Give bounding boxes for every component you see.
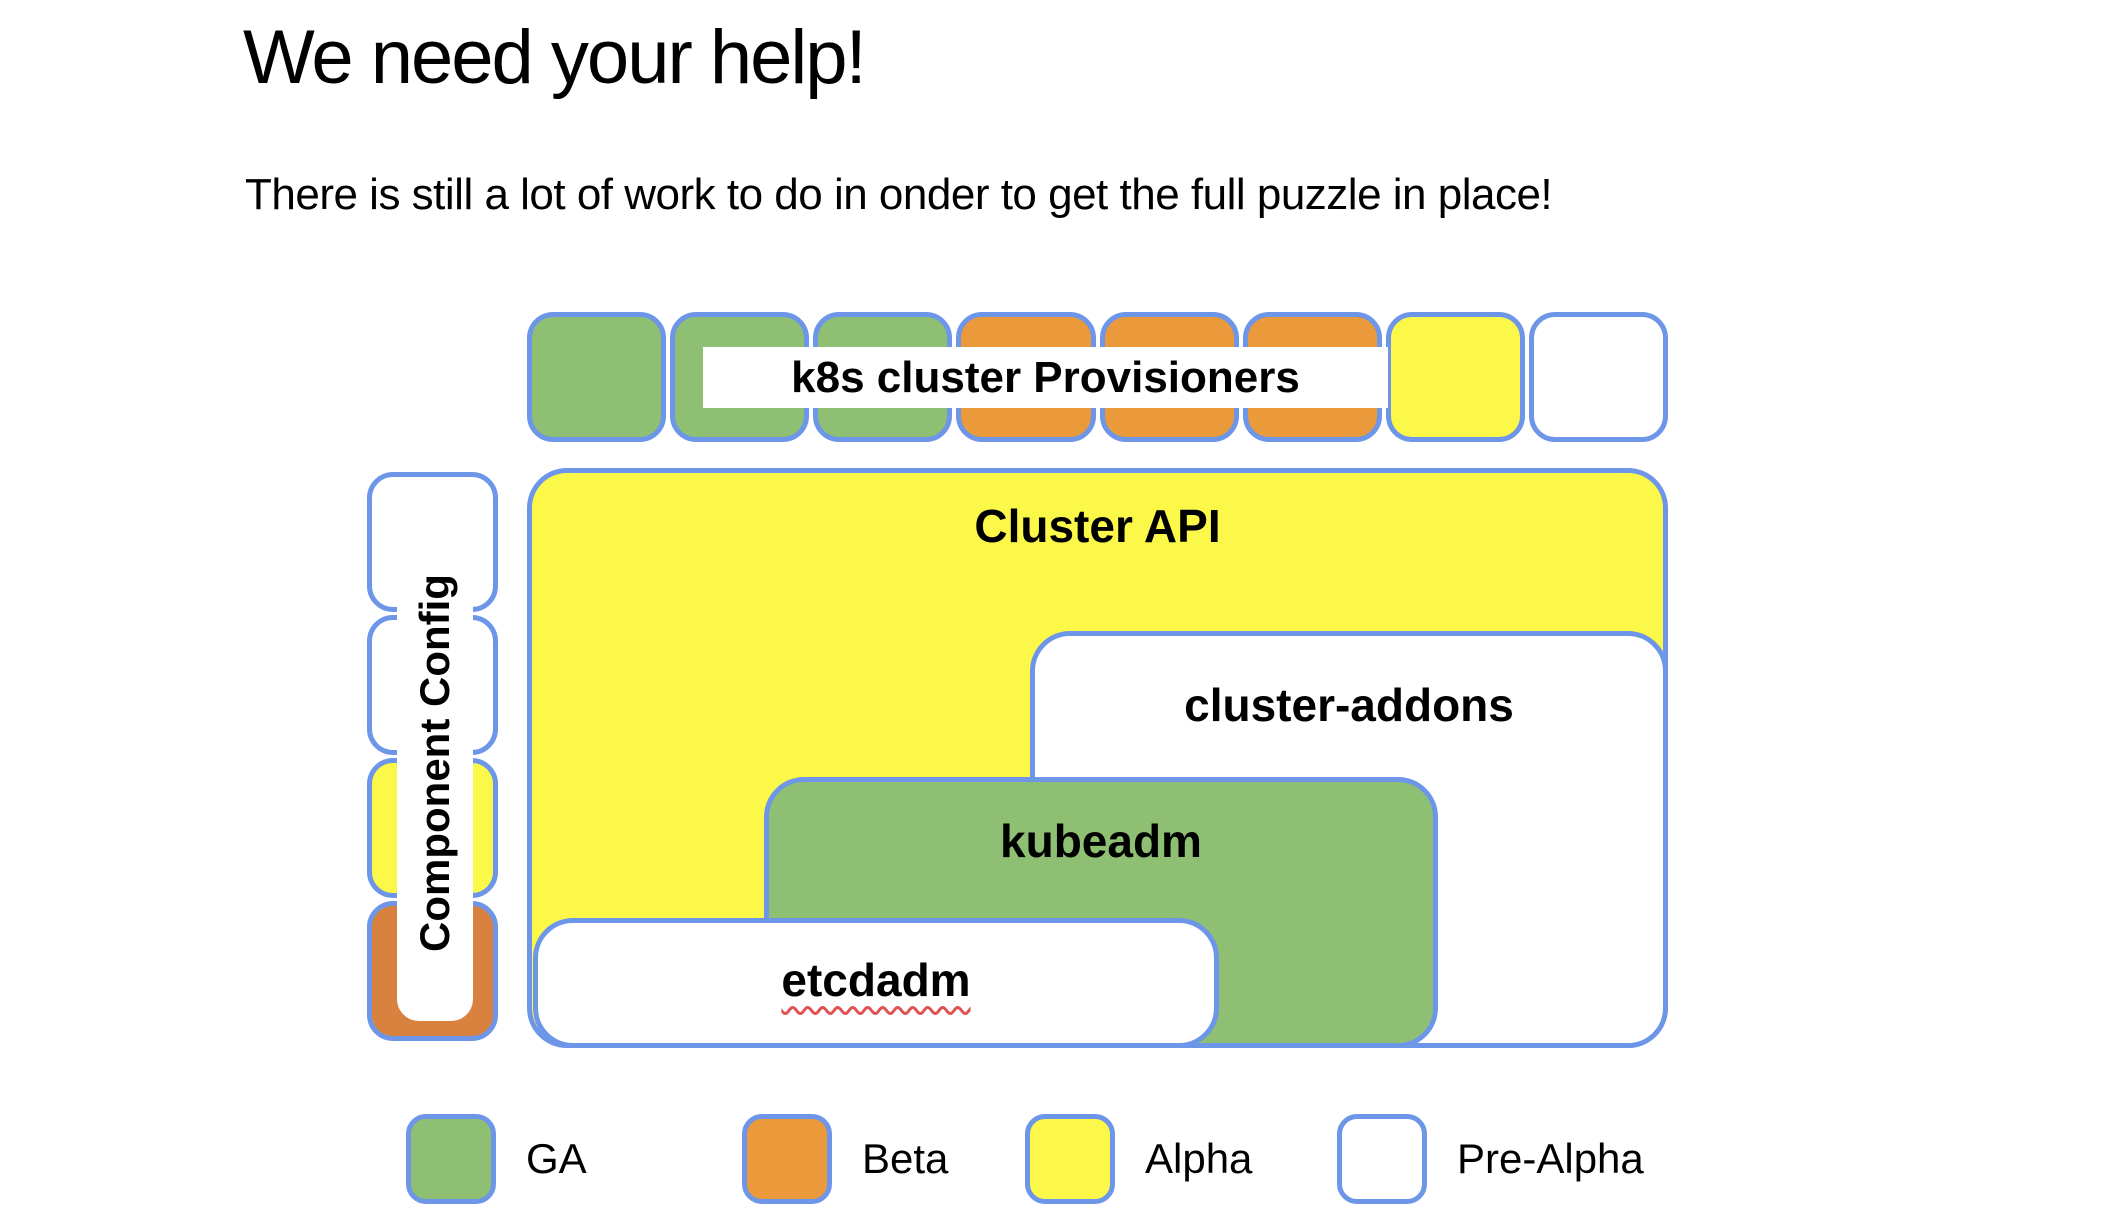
legend-item-beta: Beta — [742, 1114, 948, 1204]
legend-item-pre-alpha: Pre-Alpha — [1337, 1114, 1644, 1204]
component-config-label-strip — [397, 505, 473, 1021]
legend-item-alpha: Alpha — [1025, 1114, 1252, 1204]
legend-swatch-green — [406, 1114, 496, 1204]
slide-title: We need your help! — [243, 15, 867, 100]
puzzle-piece-yellow — [1385, 312, 1525, 442]
puzzle-piece-white — [1528, 312, 1668, 442]
cluster-api-label: Cluster API — [974, 500, 1221, 552]
legend-swatch-white — [1337, 1114, 1427, 1204]
puzzle-piece-green — [527, 312, 667, 442]
provisioners-row-label-text: k8s cluster Provisioners — [791, 352, 1300, 402]
legend-swatch-yellow — [1025, 1114, 1115, 1204]
legend-item-ga: GA — [406, 1114, 587, 1204]
etcdadm-label: etcdadm — [781, 954, 971, 1006]
legend-label: Alpha — [1145, 1135, 1253, 1182]
component-config-label: Component Config — [397, 505, 473, 1021]
slide-subtitle: There is still a lot of work to do in on… — [245, 170, 1553, 219]
legend-label: Pre-Alpha — [1457, 1135, 1644, 1182]
component-config-label-text: Component Config — [411, 574, 458, 952]
cluster-addons-label: cluster-addons — [1184, 679, 1514, 731]
kubeadm-label: kubeadm — [1000, 815, 1202, 867]
legend-label: GA — [526, 1135, 587, 1182]
legend-label: Beta — [862, 1135, 949, 1182]
provisioners-row-label: k8s cluster Provisioners — [703, 347, 1388, 408]
legend-swatch-orange — [742, 1114, 832, 1204]
etcdadm-box: etcdadm — [533, 918, 1219, 1048]
